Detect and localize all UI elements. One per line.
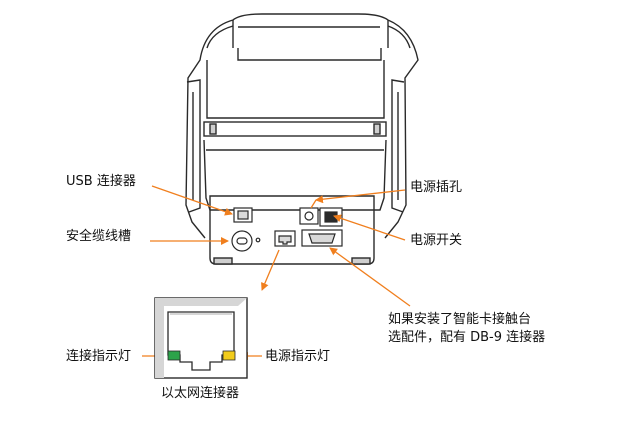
ethernet-detail-bevel bbox=[155, 298, 247, 378]
usb-connector-label: USB 连接器 bbox=[66, 174, 136, 189]
ethernet-port-small-inner bbox=[278, 235, 292, 245]
printer-body bbox=[185, 13, 419, 265]
db9-connector bbox=[308, 233, 336, 244]
left-shell bbox=[185, 19, 234, 239]
power-socket-pin bbox=[304, 211, 314, 221]
power-socket-leader-line bbox=[315, 189, 406, 204]
foot-right bbox=[351, 257, 371, 265]
smartcard-note-line1: 如果安装了智能卡接触台 bbox=[388, 312, 532, 327]
connector-panel bbox=[209, 195, 375, 265]
right-grip bbox=[391, 79, 405, 213]
lock-slot-hole bbox=[236, 237, 248, 245]
power-switch-leader bbox=[333, 214, 406, 241]
usb-leader bbox=[151, 185, 233, 216]
right-shell-inner bbox=[387, 25, 411, 49]
card-slot-band bbox=[203, 121, 387, 137]
left-shell-inner bbox=[206, 25, 234, 49]
link-led bbox=[167, 350, 181, 361]
power-led-label: 电源指示灯 bbox=[265, 349, 331, 364]
lock-slot-dot bbox=[255, 237, 261, 243]
db9-leader bbox=[329, 247, 411, 307]
power-switch-label: 电源开关 bbox=[410, 233, 463, 248]
ethernet-leader bbox=[261, 249, 280, 291]
lower-body bbox=[203, 139, 387, 211]
security-lock-slot-label: 安全缆线槽 bbox=[66, 229, 132, 244]
power-socket-label: 电源插孔 bbox=[410, 180, 463, 195]
ethernet-detail bbox=[154, 297, 248, 379]
left-grip bbox=[186, 79, 201, 213]
right-shell bbox=[384, 19, 419, 239]
usb-port-inner bbox=[237, 210, 249, 220]
top-handle-outline bbox=[232, 13, 389, 21]
upper-cover bbox=[206, 60, 385, 119]
slot-tab-left bbox=[209, 123, 217, 135]
ethernet-connector-label: 以太网连接器 bbox=[161, 386, 240, 401]
smartcard-note-line2: 选配件，配有 DB-9 连接器 bbox=[388, 330, 546, 345]
foot-left bbox=[213, 257, 233, 265]
link-led-label: 连接指示灯 bbox=[66, 349, 132, 364]
handle-sides bbox=[232, 20, 389, 48]
slot-tab-right bbox=[373, 123, 381, 135]
handle-recess bbox=[237, 48, 382, 61]
power-socket-leader-tail bbox=[310, 199, 317, 209]
power-led bbox=[222, 350, 236, 361]
